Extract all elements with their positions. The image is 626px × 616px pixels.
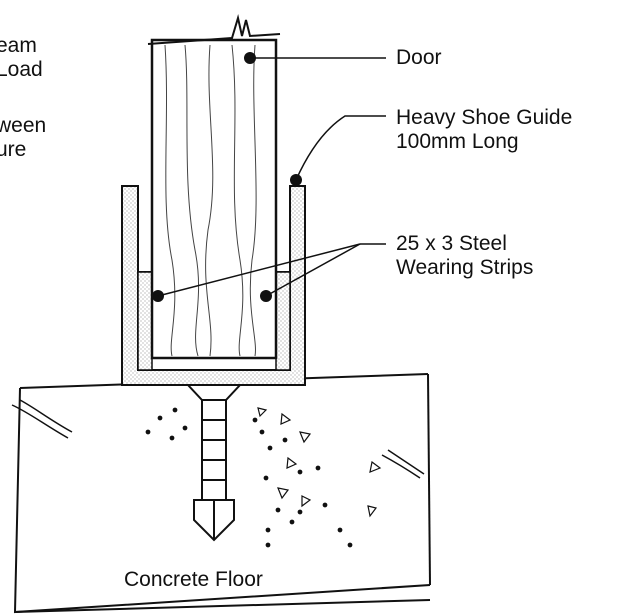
cropped-text-line2: Load [0, 58, 43, 81]
wearing-strips-label-line2: Wearing Strips [396, 256, 534, 279]
door-label: Door [396, 46, 442, 69]
shoe-guide-label-line1: Heavy Shoe Guide [396, 106, 573, 129]
concrete-aggregate [145, 407, 382, 548]
slab-break-marks [11, 399, 425, 479]
wearing-strips-label-line1: 25 x 3 Steel [396, 232, 507, 255]
cropped-text-line1: eam [0, 34, 37, 57]
leader-lines [157, 57, 386, 297]
fixing-bolt [185, 384, 243, 542]
heavy-shoe-guide [121, 185, 306, 386]
concrete-floor-label: Concrete Floor [124, 568, 263, 591]
shoe-guide-label-line2: 100mm Long [396, 130, 519, 153]
door-leaf [147, 14, 281, 360]
cropped-text-line3: ween [0, 114, 47, 137]
cropped-text-line4: ure [0, 138, 27, 161]
